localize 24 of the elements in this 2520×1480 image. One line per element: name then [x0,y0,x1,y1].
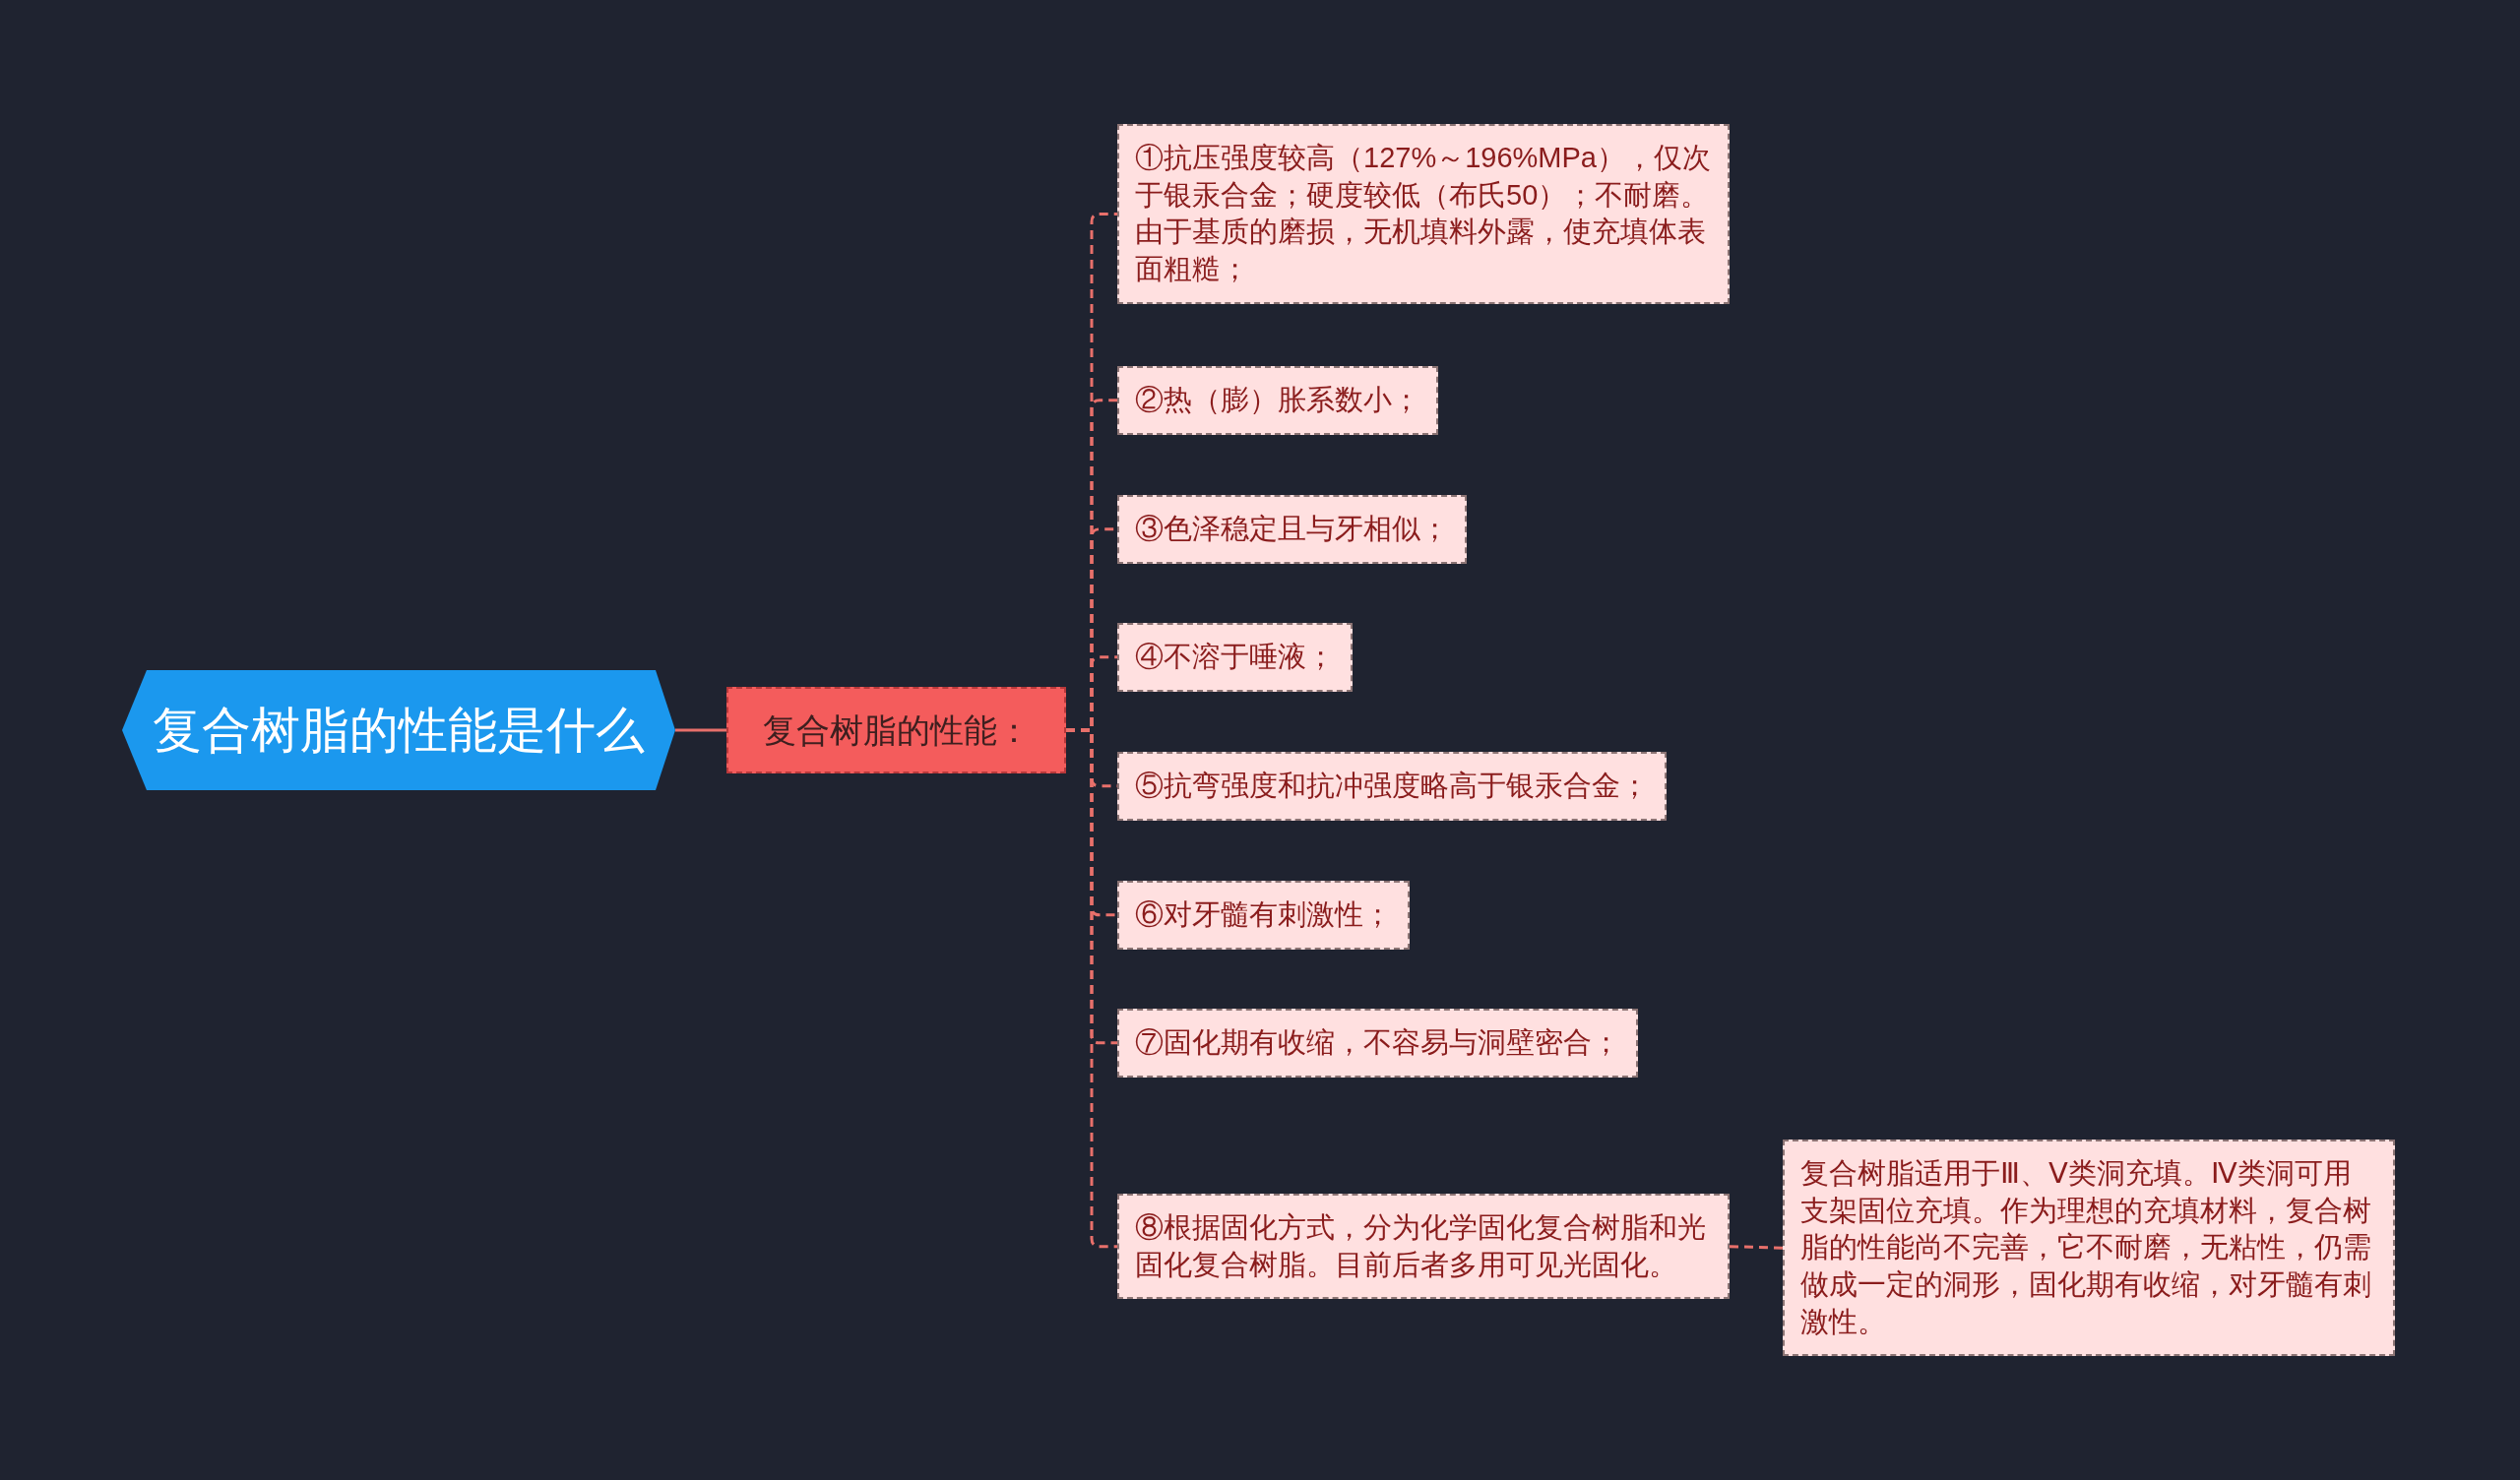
note-box [1117,752,1667,821]
note-box [1783,1140,2395,1357]
note-text: ④不溶于唾液； [1135,640,1335,674]
note-text: ⑤抗弯强度和抗冲强度略高于银汞合金； [1135,769,1649,803]
note-text: ②热（膨）胀系数小； [1135,383,1420,417]
note-text: 复合树脂适用于Ⅲ、Ⅴ类洞充填。Ⅳ类洞可用支架固位充填。作为理想的充填材料，复合树脂的性能尚不完善，它不耐磨，无粘性，仍需做成一定的洞形，固化期有收缩，对牙髓有刺激性。 [1800,1156,2372,1339]
branch-title: 复合树脂的性能： [762,709,1031,751]
note-box [1117,623,1353,692]
note-text: ⑧根据固化方式，分为化学固化复合树脂和光固化复合树脂。目前后者多用可见光固化。 [1135,1210,1707,1282]
branch-box [726,687,1066,773]
note-box [1117,1009,1638,1078]
note-box [1117,366,1438,435]
note-box [1117,1194,1730,1300]
connector-line [675,728,726,732]
note-box [1117,881,1410,950]
note-text: ⑥对牙髓有刺激性； [1135,897,1392,932]
note-box [1117,124,1730,304]
topic-hexagon [122,670,675,790]
connector-line [1729,1245,1784,1250]
topic-title: 复合树脂的性能是什么 [153,702,645,760]
note-text: ①抗压强度较高（127%～196%MPa），仅次于银汞合金；硬度较低（布氏50）；不耐磨。由于基质的磨损，无机填料外露，使充填体表面粗糙； [1135,141,1712,287]
note-text: ⑦固化期有收缩，不容易与洞壁密合； [1135,1025,1620,1060]
note-text: ③色泽稳定且与牙相似； [1135,512,1449,546]
note-box [1117,495,1467,564]
